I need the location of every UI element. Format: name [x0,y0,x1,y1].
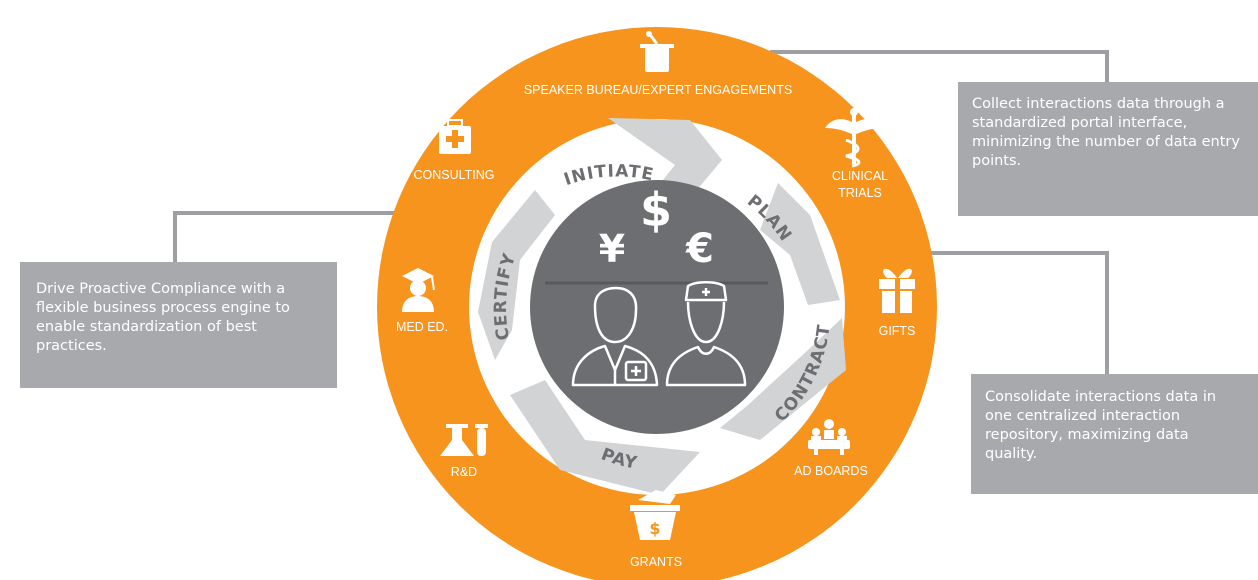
label-ad-boards[interactable]: AD BOARDS [794,464,868,478]
center-circle [530,180,784,434]
label-consulting[interactable]: CONSULTING [413,168,494,182]
callout-collect-data: Collect interactions data through a stan… [958,82,1258,216]
chevron-plan [760,183,840,305]
podium-icon [640,31,674,72]
chevron-certify [478,190,555,360]
callout-left-text: Drive Proactive Compliance with a flexib… [36,281,290,354]
label-clinical-trials-2[interactable]: TRIALS [838,186,882,200]
chevron-contract [720,318,846,440]
callout-bottom-right-text: Consolidate interactions data in one cen… [985,389,1217,462]
callout-consolidate-data: Consolidate interactions data in one cen… [971,374,1258,494]
process-chevrons [478,118,846,495]
nurse-icon [665,281,747,387]
dollar-symbol: $ [640,183,672,237]
callout-top-right-text: Collect interactions data through a stan… [972,96,1240,169]
label-grants[interactable]: GRANTS [630,555,682,569]
money-basket-icon: $ [630,490,680,540]
callout-proactive-compliance: Drive Proactive Compliance with a flexib… [20,262,337,388]
connector-top-right [770,50,1109,96]
lab-flask-icon [440,424,488,456]
gift-icon [879,268,915,313]
doctor-icon [571,286,659,387]
label-speaker-bureau[interactable]: SPEAKER BUREAU/EXPERT ENGAGEMENTS [524,83,792,97]
chevron-pay [510,380,700,495]
euro-symbol: € [685,226,714,272]
graduate-icon [402,268,435,312]
label-gifts[interactable]: GIFTS [879,324,916,338]
svg-text:$: $ [649,519,660,538]
label-rnd[interactable]: R&D [451,465,477,479]
meeting-icon [808,419,850,455]
yen-symbol: ¥ [599,227,625,271]
label-med-ed[interactable]: MED ED. [396,320,448,334]
outer-ring-items: SPEAKER BUREAU/EXPERT ENGAGEMENTS CLINIC… [396,31,915,569]
label-clinical-trials-1[interactable]: CLINICAL [832,169,888,183]
caduceus-icon [825,108,883,168]
medical-bag-icon [439,119,471,154]
